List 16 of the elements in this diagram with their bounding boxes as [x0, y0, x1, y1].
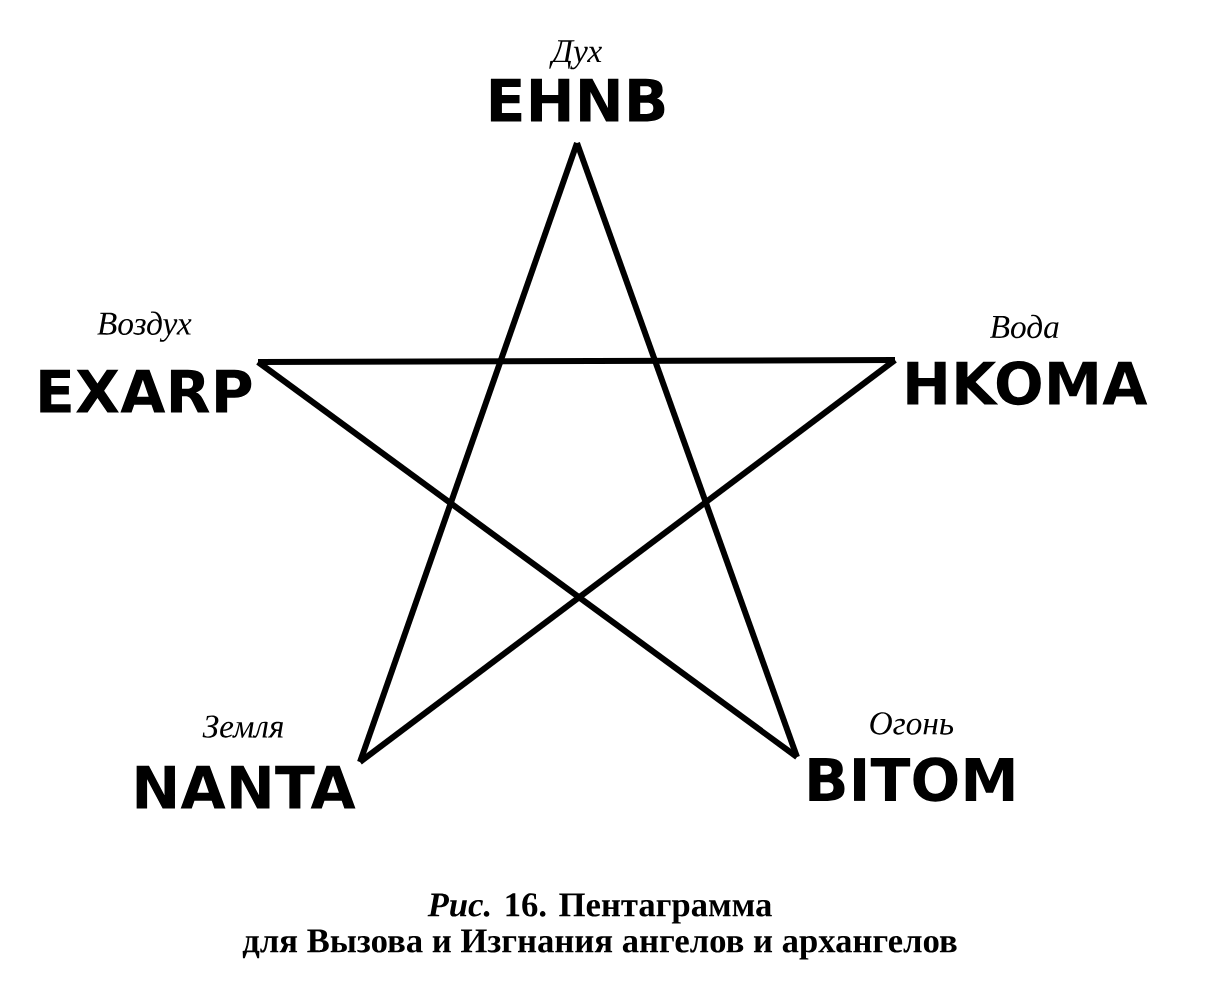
vertex-name: HKOMA [907, 360, 1148, 406]
vertex-name: NANTA [136, 765, 356, 809]
element-label: Дух [549, 40, 602, 70]
star-line [258, 357, 895, 365]
star-line [574, 142, 800, 758]
element-label: Огонь [870, 712, 954, 735]
star-line [358, 357, 897, 765]
star-line [357, 142, 580, 763]
vertex-name: BITOM [809, 757, 1014, 802]
vertex-name: EHNB [490, 78, 665, 122]
element-label: Вода [990, 314, 1059, 339]
star-line [256, 359, 799, 760]
element-label: Земля [202, 715, 283, 738]
figure-caption: Рис. 16. Пентаграмма для Вызова и Изгнания ангелов и архангелов [242, 893, 957, 960]
vertex-name: EXARP [40, 369, 252, 413]
element-label: Воздух [97, 311, 192, 342]
